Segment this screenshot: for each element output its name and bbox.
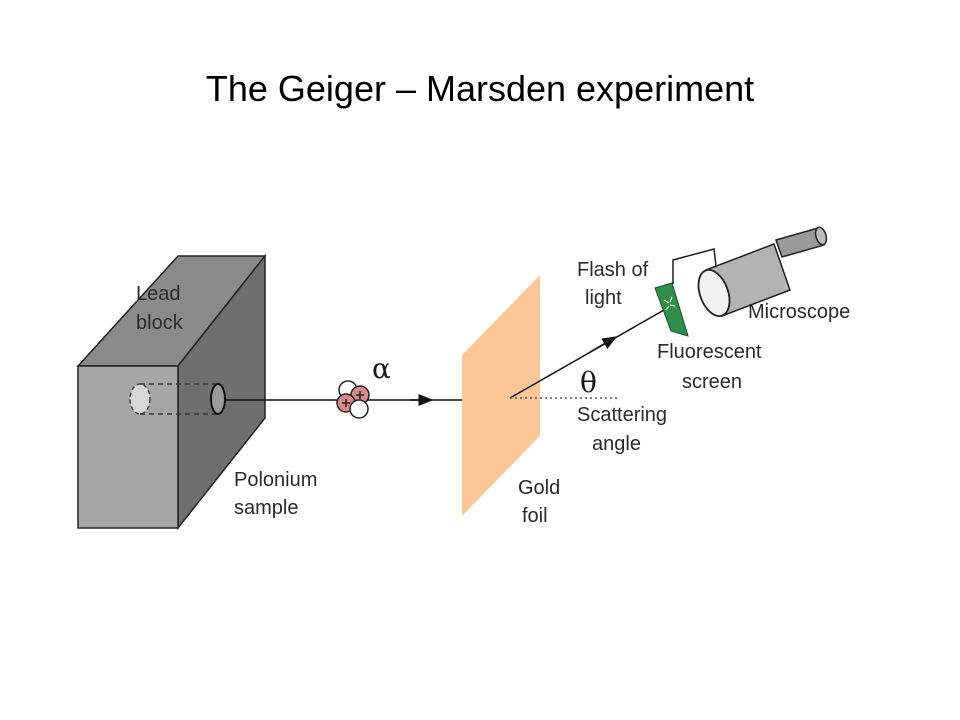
- label-flash-line2: light: [585, 287, 622, 309]
- label-scattering-line2: angle: [592, 433, 641, 455]
- label-polonium-line1: Polonium: [234, 469, 317, 491]
- label-microscope: Microscope: [748, 301, 850, 323]
- screen-mount-wire: [672, 248, 717, 284]
- scattered-ray-arrow: [589, 336, 618, 353]
- label-polonium-sample: Polonium sample: [234, 469, 323, 519]
- label-flash-line1: Flash of: [577, 259, 649, 281]
- polonium-source: [129, 383, 151, 415]
- alpha-particle: [336, 380, 370, 419]
- label-fluorescent-line2: screen: [682, 371, 742, 393]
- fluorescent-screen: [654, 282, 689, 337]
- label-scattering-line1: Scattering: [577, 404, 667, 426]
- label-lead-block: Lead block: [136, 283, 186, 334]
- flash-sparkle-icon: [663, 296, 676, 311]
- gold-foil: [462, 275, 540, 516]
- label-gold-foil: Gold foil: [518, 477, 566, 527]
- label-gold-foil-line1: Gold: [518, 477, 560, 499]
- lead-block-front-face: [77, 365, 179, 529]
- label-gold-foil-line2: foil: [522, 505, 548, 527]
- lead-block: [76, 253, 267, 531]
- label-lead-block-line1: Lead: [136, 283, 181, 305]
- label-polonium-line2: sample: [234, 497, 298, 519]
- label-fluorescent-line1: Fluorescent: [657, 341, 762, 363]
- label-scattering-angle: Scattering angle: [577, 404, 673, 455]
- label-lead-block-line2: block: [136, 312, 184, 334]
- scattered-ray: [509, 309, 665, 399]
- nucleon: [349, 399, 369, 419]
- microscope-objective: [697, 269, 731, 317]
- label-flash-of-light: Flash of light: [577, 259, 654, 309]
- microscope: [697, 226, 828, 317]
- page-title: The Geiger – Marsden experiment: [205, 68, 755, 109]
- label-fluorescent-screen: Fluorescent screen: [657, 341, 767, 393]
- label-theta-symbol: θ: [580, 366, 597, 399]
- label-alpha-symbol: α: [372, 352, 391, 385]
- microscope-eyepiece-end: [814, 226, 828, 246]
- channel-opening: [210, 383, 226, 415]
